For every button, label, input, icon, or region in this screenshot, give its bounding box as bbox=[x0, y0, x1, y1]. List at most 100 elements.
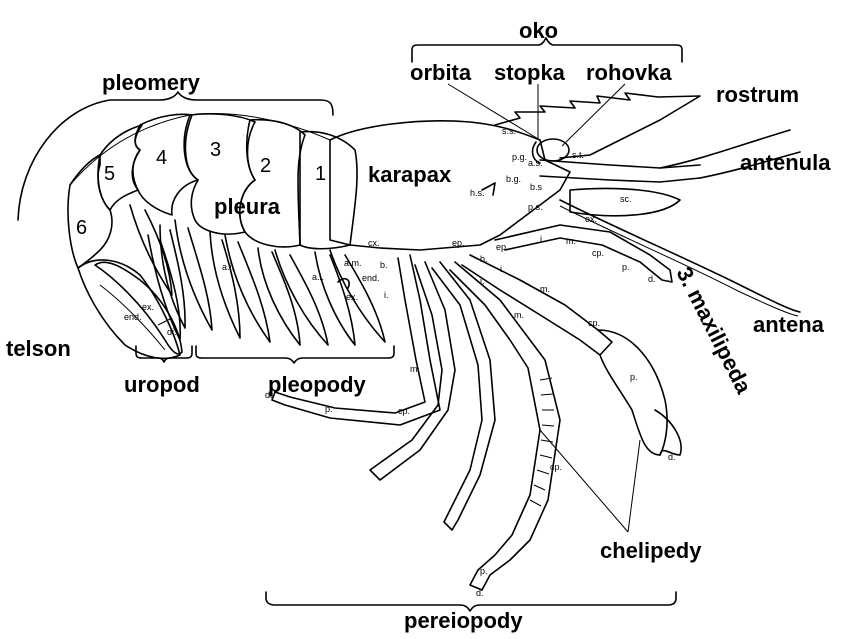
abbr-p-4: p. bbox=[325, 404, 333, 414]
abbr-m-4: m. bbox=[410, 364, 420, 374]
label-antena: antena bbox=[753, 312, 825, 337]
abbr-m-3: m. bbox=[514, 310, 524, 320]
pereiopod-2 bbox=[449, 261, 561, 591]
abbr-st: s.t. bbox=[572, 150, 584, 160]
label-pleomery: pleomery bbox=[102, 70, 201, 95]
abbr-p-2: p. bbox=[630, 372, 638, 382]
maxilliped-3 bbox=[494, 224, 673, 283]
antennule-base-lower bbox=[539, 175, 701, 183]
abbr-am: a.m. bbox=[344, 258, 362, 268]
label-chelipedy: chelipedy bbox=[600, 538, 702, 563]
uropod-exopod bbox=[94, 261, 183, 355]
abbr-ep-1: ep. bbox=[452, 238, 465, 248]
segment-number-6: 6 bbox=[76, 217, 87, 239]
abbr-cp-3: cp. bbox=[550, 462, 562, 472]
cheliped-propodus bbox=[597, 329, 668, 456]
label-pleura: pleura bbox=[214, 194, 281, 219]
abbr-ex-maxilliped: ex. bbox=[585, 214, 597, 224]
uropod-endopod bbox=[99, 284, 166, 351]
pleopod-3b bbox=[209, 231, 241, 339]
abbr-cp-2: cp. bbox=[588, 318, 600, 328]
abbr-p-1: p. bbox=[622, 262, 630, 272]
abbr-d-3: d. bbox=[476, 588, 484, 598]
eye-stalk bbox=[531, 141, 541, 164]
chelipedy-pointer-1 bbox=[627, 439, 641, 533]
segment-number-1: 1 bbox=[315, 163, 326, 185]
pleopod-4b bbox=[159, 224, 186, 329]
abbr-i-4: i. bbox=[480, 276, 485, 286]
abbr-p-3: p. bbox=[480, 566, 488, 576]
pereiopody-bracket bbox=[265, 591, 677, 612]
pleopod-2b bbox=[257, 247, 301, 346]
abbr-b-1: b. bbox=[380, 260, 388, 270]
pereiopod-5 bbox=[271, 254, 441, 426]
abbr-as: a.s. bbox=[528, 158, 543, 168]
abbr-cp-1: cp. bbox=[592, 248, 604, 258]
rostrum-outline bbox=[494, 92, 701, 159]
label-telson: telson bbox=[6, 336, 71, 361]
label-uropod: uropod bbox=[124, 372, 200, 397]
label-rostrum: rostrum bbox=[716, 82, 799, 107]
pleopod-1 bbox=[329, 249, 386, 343]
pleomery-bracket bbox=[17, 91, 334, 221]
label-rohovka: rohovka bbox=[586, 60, 672, 85]
rohovka-pointer bbox=[561, 83, 626, 147]
abbr-ss: s.s. bbox=[502, 126, 516, 136]
abbr-ep-2: ep. bbox=[496, 242, 509, 252]
chelipedy-pointer-2 bbox=[539, 429, 629, 533]
abbr-d-4: d. bbox=[265, 390, 273, 400]
abbr-ai-2: a.i. bbox=[312, 272, 324, 282]
label-pereiopody: pereiopody bbox=[404, 608, 523, 633]
antenna-flagellum-2 bbox=[559, 205, 799, 317]
appendix-masculina bbox=[337, 277, 350, 289]
abbr-pg: p.g. bbox=[512, 152, 527, 162]
pleopod-5 bbox=[129, 204, 173, 296]
abbr-i-1: i. bbox=[384, 290, 389, 300]
abbr-m-2: m. bbox=[540, 284, 550, 294]
abbr-ex-pleopod: ex. bbox=[346, 292, 358, 302]
orbita-pointer bbox=[447, 83, 541, 141]
pleomere-1 bbox=[299, 130, 358, 250]
uropod-diaeresis bbox=[157, 317, 173, 326]
scaphocerite bbox=[569, 187, 681, 217]
pleopod-5b bbox=[147, 234, 182, 341]
abbr-cp-4: cp. bbox=[398, 406, 410, 416]
antennule-flagellum-lower bbox=[699, 151, 801, 179]
abbr-i-3: i. bbox=[540, 234, 545, 244]
segment-number-3: 3 bbox=[210, 139, 221, 161]
cheliped-dactyl bbox=[654, 409, 682, 456]
abbr-end-pleopod: end. bbox=[362, 273, 380, 283]
abbr-hs: h.s. bbox=[470, 188, 485, 198]
label-pleopody: pleopody bbox=[268, 372, 367, 397]
antennule-base bbox=[539, 159, 701, 169]
abbr-d-1: d. bbox=[648, 274, 656, 284]
label-karapax: karapax bbox=[368, 162, 452, 187]
abbr-end-uropod: end. bbox=[124, 312, 142, 322]
pereiopod-3 bbox=[431, 261, 496, 531]
label-oko: oko bbox=[519, 18, 558, 43]
pereiopod-1-cheliped bbox=[461, 254, 613, 356]
abbr-bg: b.g. bbox=[506, 174, 521, 184]
pereiopod-4 bbox=[369, 261, 456, 481]
carapace-outline bbox=[329, 120, 571, 251]
label-maxilipeda: 3. maxilipeda bbox=[672, 263, 757, 398]
segment-number-2: 2 bbox=[260, 155, 271, 177]
abbr-bs: b.s bbox=[530, 182, 543, 192]
abbr-ps: p.s. bbox=[528, 202, 543, 212]
abbr-b-2: b. bbox=[480, 254, 488, 264]
antennule-flagellum-upper bbox=[659, 129, 791, 169]
abbr-i-2: i. bbox=[500, 264, 505, 274]
abbr-ai-1: a.i. bbox=[222, 262, 234, 272]
pleopod-2 bbox=[274, 249, 329, 346]
abbr-cx: cx. bbox=[368, 238, 380, 248]
oko-bracket bbox=[411, 37, 683, 63]
dorsal-line bbox=[69, 113, 331, 186]
pleomere-6 bbox=[67, 154, 113, 269]
segment-number-5: 5 bbox=[104, 163, 115, 185]
abbr-ex-uropod: ex. bbox=[142, 302, 154, 312]
abbr-sc: sc. bbox=[620, 194, 632, 204]
abbr-di: di. bbox=[167, 327, 177, 337]
pleopody-bracket bbox=[195, 345, 395, 364]
